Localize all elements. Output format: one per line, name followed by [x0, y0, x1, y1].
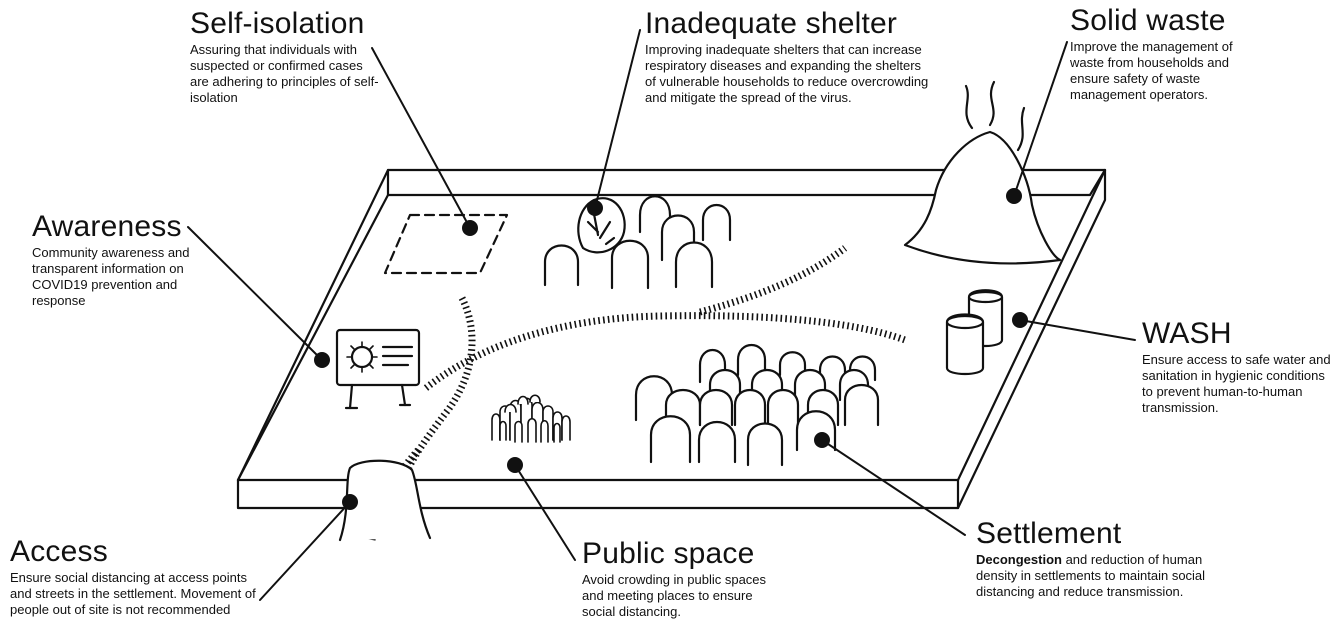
label-self-isolation: Self-isolation Assuring that individuals…	[190, 8, 380, 106]
desc-solid-waste: Improve the management of waste from hou…	[1070, 39, 1233, 102]
public-space-crowd	[491, 394, 571, 443]
desc-settlement-bold: Decongestion	[976, 552, 1062, 567]
label-awareness: Awareness Community awareness and transp…	[32, 211, 207, 309]
desc-access: Ensure social distancing at access point…	[10, 570, 256, 617]
desc-inadequate-shelter: Improving inadequate shelters that can i…	[645, 42, 929, 105]
site-platform	[236, 168, 1107, 510]
label-settlement: Settlement Decongestion and reduction of…	[976, 518, 1216, 600]
label-solid-waste: Solid waste Improve the management of wa…	[1070, 5, 1270, 103]
inadequate-shelter-cluster	[543, 195, 732, 290]
desc-settlement: Decongestion and reduction of human dens…	[976, 552, 1216, 600]
title-self-isolation: Self-isolation	[190, 7, 365, 40]
title-wash: WASH	[1142, 317, 1232, 350]
desc-public-space: Avoid crowding in public spaces and meet…	[582, 572, 767, 619]
title-public-space: Public space	[582, 537, 755, 570]
label-wash: WASH Ensure access to safe water and san…	[1142, 318, 1332, 416]
label-access: Access Ensure social distancing at acces…	[10, 536, 272, 618]
awareness-board	[335, 328, 421, 410]
leader-lines	[187, 29, 1136, 601]
title-access: Access	[10, 535, 108, 568]
settlement-cluster	[634, 344, 880, 467]
wash-containers	[945, 289, 1004, 376]
desc-self-isolation: Assuring that individuals with suspected…	[190, 42, 379, 105]
label-public-space: Public space Avoid crowding in public sp…	[582, 538, 782, 620]
title-inadequate-shelter: Inadequate shelter	[645, 7, 898, 40]
label-inadequate-shelter: Inadequate shelter Improving inadequate …	[645, 8, 935, 106]
title-solid-waste: Solid waste	[1070, 4, 1226, 37]
desc-awareness: Community awareness and transparent info…	[32, 245, 190, 308]
marker-dots	[314, 188, 1028, 510]
title-awareness: Awareness	[32, 210, 182, 243]
desc-settlement-rest: and reduction of human density in settle…	[976, 552, 1206, 599]
desc-wash: Ensure access to safe water and sanitati…	[1142, 352, 1331, 415]
title-settlement: Settlement	[976, 517, 1122, 550]
self-isolation-zone	[383, 213, 509, 275]
